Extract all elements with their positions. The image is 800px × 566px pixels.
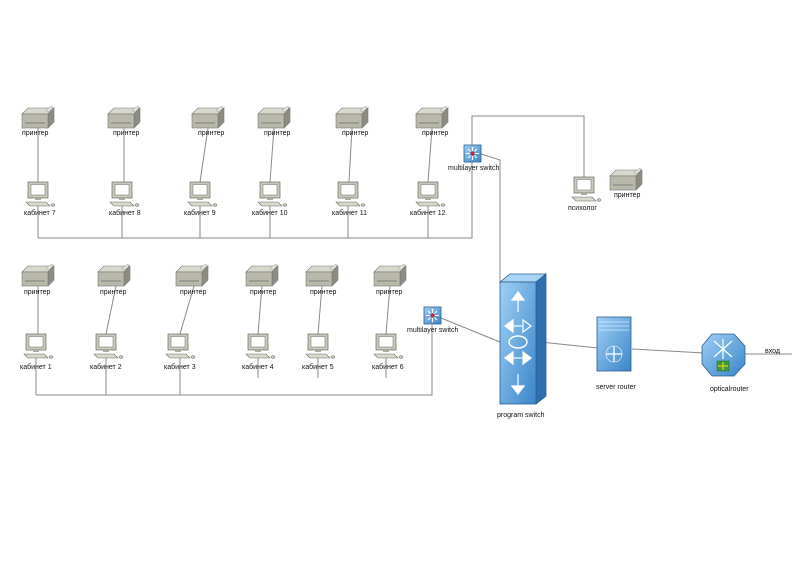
optical-router-label: opticalrouter [710, 386, 749, 393]
multilayer-switch-label: multilayer switch [407, 327, 458, 334]
server-router-icon [596, 316, 632, 372]
printer-icon [609, 167, 643, 191]
computer-icon [109, 181, 140, 207]
room-label: кабинет 1 [20, 363, 52, 371]
printer-label: принтер [614, 192, 640, 199]
printer-icon [335, 105, 369, 129]
optical-router-icon [701, 333, 746, 377]
server-router-label: server router [596, 384, 636, 391]
room-label: кабинет 3 [164, 363, 196, 371]
entrance-label: вход [765, 348, 780, 355]
room-label: кабинет 2 [90, 363, 122, 371]
printer-label: принтер [180, 289, 206, 296]
printer-label: принтер [422, 130, 448, 137]
printer-icon [415, 105, 449, 129]
computer-icon [187, 181, 218, 207]
printer-icon [305, 263, 339, 287]
program-switch-icon [498, 273, 548, 405]
computer-icon [415, 181, 446, 207]
printer-icon [21, 263, 55, 287]
printer-label: принтер [264, 130, 290, 137]
room-label: кабинет 5 [302, 363, 334, 371]
psychologist-label: психолог [568, 205, 597, 212]
printer-label: принтер [100, 289, 126, 296]
printer-label: принтер [250, 289, 276, 296]
program-switch-label: program switch [497, 412, 545, 419]
computer-icon [257, 181, 288, 207]
printer-icon [257, 105, 291, 129]
printer-icon [245, 263, 279, 287]
computer-icon [335, 181, 366, 207]
room-label: кабинет 4 [242, 363, 274, 371]
printer-label: принтер [22, 130, 48, 137]
room-label: кабинет 7 [24, 209, 56, 217]
room-label: кабинет 9 [184, 209, 216, 217]
computer-icon [165, 333, 196, 359]
computer-icon [23, 333, 54, 359]
cable-group [35, 115, 792, 396]
printer-label: принтер [376, 289, 402, 296]
printer-icon [175, 263, 209, 287]
printer-label: принтер [113, 130, 139, 137]
printer-label: принтер [198, 130, 224, 137]
computer-icon [245, 333, 276, 359]
computer-icon [25, 181, 56, 207]
printer-icon [97, 263, 131, 287]
computer-icon [373, 333, 404, 359]
printer-icon [107, 105, 141, 129]
printer-icon [21, 105, 55, 129]
multilayer-switch-icon [423, 306, 442, 325]
printer-label: принтер [342, 130, 368, 137]
multilayer-switch-icon [463, 144, 482, 163]
printer-icon [191, 105, 225, 129]
printer-label: принтер [310, 289, 336, 296]
computer-icon [571, 176, 602, 202]
room-label: кабинет 12 [410, 209, 446, 217]
computer-icon [93, 333, 124, 359]
printer-label: принтер [24, 289, 50, 296]
computer-icon [305, 333, 336, 359]
room-label: кабинет 8 [109, 209, 141, 217]
multilayer-switch-label: multilayer switch [448, 165, 499, 172]
printer-icon [373, 263, 407, 287]
room-label: кабинет 6 [372, 363, 404, 371]
room-label: кабинет 10 [252, 209, 288, 217]
room-label: кабинет 11 [332, 209, 367, 217]
